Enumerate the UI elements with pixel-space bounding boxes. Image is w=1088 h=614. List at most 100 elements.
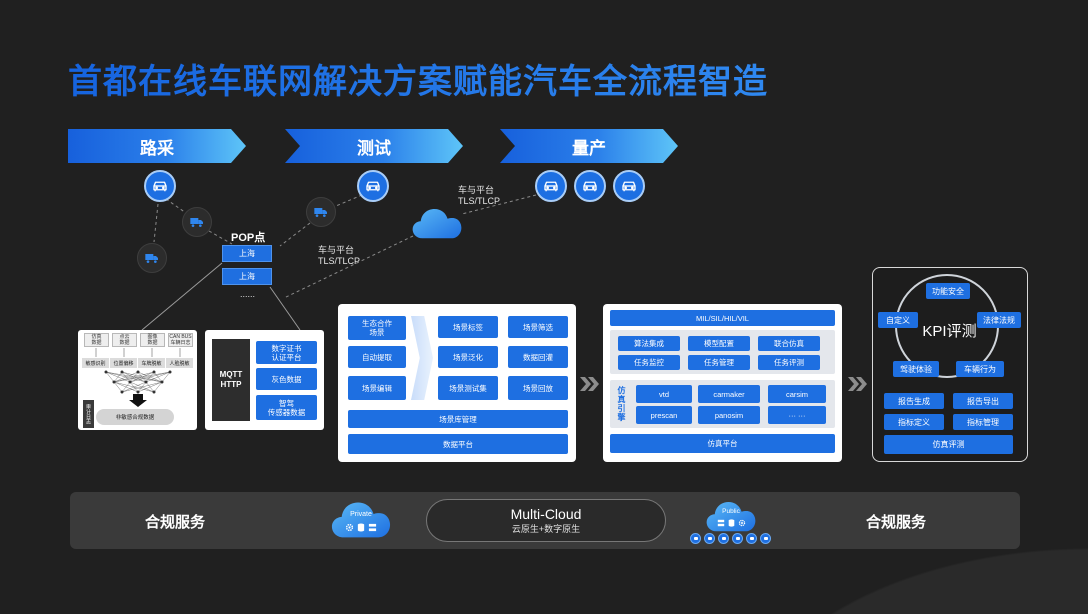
stage-label: 路采 [140,138,174,158]
sim-functions-panel: 算法集成 模型配置 联合仿真 任务监控 任务管理 任务评测 [610,330,835,374]
compliant-data-store: 非敏感合规数据 [96,409,174,425]
link-label-line: 车与平台 [458,185,495,195]
public-cloud-providers [690,533,771,544]
source-box: CAN BUS 车辆日志 [168,333,193,347]
scene-item: 场景回放 [508,376,568,400]
sim-function: 任务管理 [688,355,750,370]
scene-item: 场景泛化 [438,346,498,368]
ingest-card: MQTT HTTP 数字证书 认证平台 灰色数据 智驾 传感器数据 [205,330,324,430]
multi-cloud-pill: Multi-Cloud 云原生+数字原生 [426,499,666,542]
car-icon [357,170,389,202]
private-cloud-label: Private [350,511,372,518]
scene-item: 场景标签 [438,316,498,338]
stage-banner-testing: 测试 [285,129,463,163]
process-box: 敏感识别 [82,358,109,368]
public-cloud-icons [705,519,757,527]
neural-network-graphic [95,348,181,407]
process-box: 车牌脱敏 [138,358,165,368]
solid-links [141,262,301,331]
kpi-dimension: 驾驶体验 [893,361,939,377]
server-icon [717,519,724,527]
stage-label: 测试 [357,138,391,158]
multi-cloud-title: Multi-Cloud [510,506,582,522]
scene-item: 数据回灌 [508,346,568,368]
kpi-evaluation-card: KPI评测 功能安全 自定义 法律法规 驾驶体验 车辆行为 报告生成 报告导出 … [872,267,1028,462]
kpi-action: 指标定义 [884,414,944,430]
multi-cloud-subtitle: 云原生+数字原生 [511,524,581,534]
kpi-dimension: 车辆行为 [956,361,1004,377]
kpi-dimension: 功能安全 [926,283,970,299]
kpi-dimension: 法律法规 [977,312,1021,328]
ingest-item: 灰色数据 [256,368,317,390]
sim-engine: prescan [636,406,692,424]
link-label-pop: 车与平台 TLS/TLCP [318,245,360,267]
process-box: 位置偏移 [110,358,137,368]
sim-engine: ··· ··· [768,406,826,424]
kpi-dimension: 自定义 [878,312,918,328]
sim-engine-label: 仿真引擎 [617,386,626,422]
kpi-platform-bar: 仿真评测 [884,435,1013,454]
sim-engine: vtd [636,385,692,403]
cloud-icon [331,502,391,538]
cloud-icon [411,204,463,240]
truck-icon [306,197,336,227]
sim-engine: carsim [768,385,826,403]
chevron-right-icon [411,316,433,400]
scene-item: 生态合作 场景 [348,316,406,340]
truck-icon [137,243,167,273]
link-label-protocol: TLS/TLCP [318,256,361,266]
flow-arrows [580,377,867,391]
double-chevron-icon [580,377,591,391]
pop-node: 上海 [222,245,272,262]
sim-function: 任务监控 [618,355,680,370]
car-icon [574,170,606,202]
database-icon [357,523,365,532]
car-icon [144,170,176,202]
scene-item: 场景筛选 [508,316,568,338]
simulation-platform-card: MIL/SIL/HIL/VIL 算法集成 模型配置 联合仿真 任务监控 任务管理… [603,304,842,462]
server-icon [368,523,377,532]
kpi-action: 报告导出 [953,393,1013,409]
sim-function: 模型配置 [688,336,750,351]
kpi-action: 报告生成 [884,393,944,409]
link-label-protocol: TLS/TLCP [458,196,501,206]
compliance-band: 合规服务 Private Multi-Cloud 云原生+数字原生 Public [70,492,1020,549]
stage-banner-production: 量产 [500,129,678,163]
kpi-center-label: KPI评测 [922,323,977,340]
stage-label: 量产 [572,138,606,158]
ingest-item: 数字证书 认证平台 [256,341,317,364]
data-platform-bar: 数据平台 [348,434,568,454]
page-title: 首都在线车联网解决方案赋能汽车全流程智造 [68,60,768,104]
double-chevron-icon [848,377,859,391]
sim-platform-bar: 仿真平台 [610,434,835,453]
database-icon [728,519,734,527]
protocol-block: MQTT HTTP [212,339,250,421]
pop-title: POP点 [231,232,266,244]
ingest-item: 智驾 传感器数据 [256,395,317,420]
sim-modes-bar: MIL/SIL/HIL/VIL [610,310,835,326]
audit-log-label: 审计日志 [83,400,94,428]
process-box: 人脸脱敏 [166,358,193,368]
data-compliance-card: 仿真 数据 点云 数据 图像 数据 CAN BUS 车辆日志 [78,330,197,430]
cloud-icon [706,502,756,532]
truck-icon [182,207,212,237]
compliance-label-left: 合规服务 [144,514,205,531]
pop-more: ...... [240,289,256,299]
source-box: 图像 数据 [140,333,165,347]
provider-icon [732,533,743,544]
provider-icon [746,533,757,544]
sim-function: 算法集成 [618,336,680,351]
public-cloud: Public [705,496,757,534]
provider-icon [718,533,729,544]
pop-node: 上海 [222,268,272,285]
car-icon [613,170,645,202]
sim-engine: panosim [698,406,760,424]
link-label-line: 车与平台 [318,245,355,255]
source-box: 点云 数据 [112,333,137,347]
car-icon [535,170,567,202]
arrow-down-icon [129,394,147,407]
private-cloud: Private [330,495,392,541]
private-cloud-icons [330,523,392,532]
